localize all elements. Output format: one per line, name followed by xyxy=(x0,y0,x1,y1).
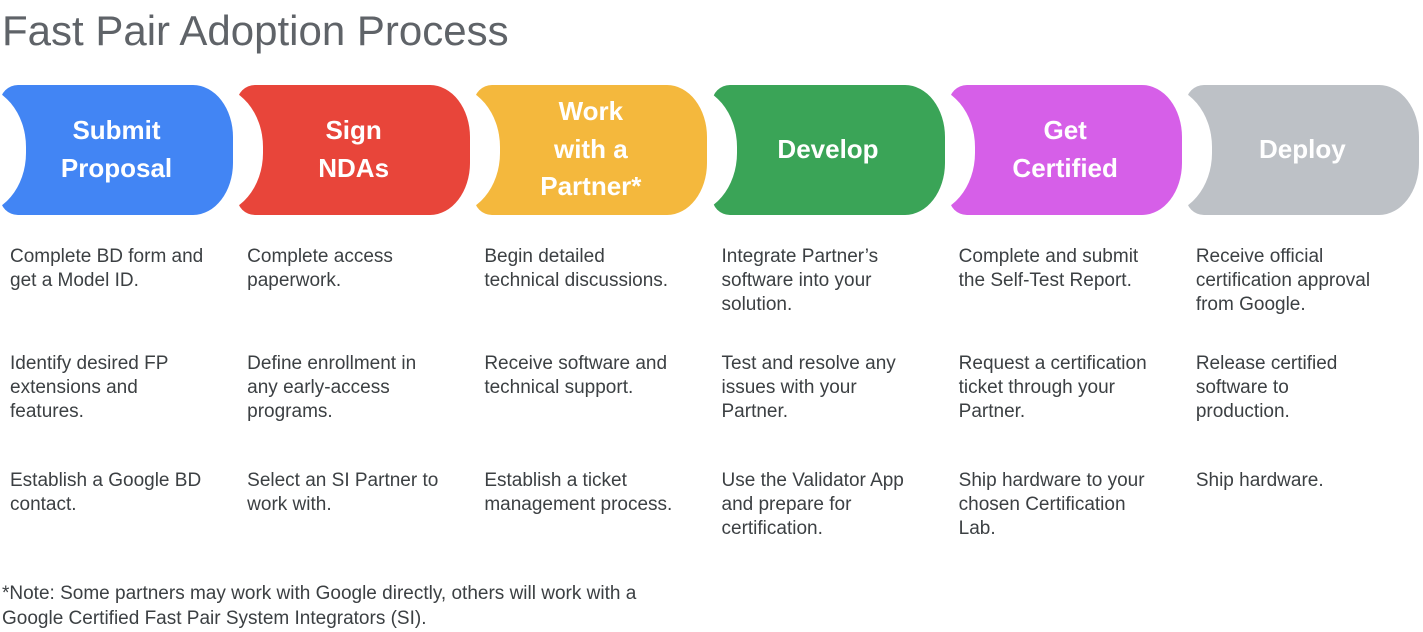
task-item: Complete access paperwork. xyxy=(247,245,393,291)
step-descriptions: Complete BD form and get a Model ID. Ide… xyxy=(0,245,1423,541)
task-item: Complete and submit the Self-Test Report… xyxy=(958,245,1139,291)
task-item: Release certified software to production… xyxy=(1195,352,1338,422)
task-item: Ship hardware to your chosen Certificati… xyxy=(958,469,1145,539)
footnote: *Note: Some partners may work with Googl… xyxy=(2,582,637,629)
step-pill-work-with-partner: Work with a Partner* xyxy=(474,84,708,215)
task-item: Ship hardware. xyxy=(1195,469,1324,491)
tasks-deploy: Receive official certification approval … xyxy=(1186,245,1423,541)
step-label: Submit Proposal xyxy=(60,114,173,183)
task-item: Use the Validator App and prepare for ce… xyxy=(721,469,904,539)
step-sign-ndas: Sign NDAs xyxy=(237,84,501,215)
step-pill-submit-proposal: Submit Proposal xyxy=(0,84,233,215)
step-pill-develop: Develop xyxy=(711,84,945,215)
task-item: Establish a ticket management process. xyxy=(484,469,673,515)
step-work-with-partner: Work with a Partner* xyxy=(474,84,738,215)
task-item: Test and resolve any issues with your Pa… xyxy=(721,352,896,422)
step-label: Sign NDAs xyxy=(318,114,390,183)
page-title: Fast Pair Adoption Process xyxy=(2,7,509,54)
tasks-get-certified: Complete and submit the Self-Test Report… xyxy=(949,245,1186,541)
task-item: Receive software and technical support. xyxy=(484,352,668,398)
step-develop: Develop xyxy=(711,84,975,215)
process-steps-row: Submit Proposal Sign NDAs Work with a Pa… xyxy=(0,84,1423,215)
step-pill-sign-ndas: Sign NDAs xyxy=(237,84,471,215)
step-deploy: Deploy xyxy=(1185,84,1423,215)
task-item: Define enrollment in any early-access pr… xyxy=(247,352,417,422)
task-item: Select an SI Partner to work with. xyxy=(247,469,439,515)
task-item: Identify desired FP extensions and featu… xyxy=(10,352,169,422)
task-item: Request a certification ticket through y… xyxy=(958,352,1147,422)
step-label: Work with a Partner* xyxy=(540,96,642,202)
task-item: Complete BD form and get a Model ID. xyxy=(10,245,204,291)
tasks-submit-proposal: Complete BD form and get a Model ID. Ide… xyxy=(0,245,237,541)
task-item: Begin detailed technical discussions. xyxy=(484,245,669,291)
step-label: Get Certified xyxy=(1012,114,1118,183)
step-label: Deploy xyxy=(1258,133,1346,164)
step-label: Develop xyxy=(777,133,879,164)
step-submit-proposal: Submit Proposal xyxy=(0,84,264,215)
step-get-certified: Get Certified xyxy=(948,84,1212,215)
step-pill-deploy: Deploy xyxy=(1185,84,1419,215)
step-pill-get-certified: Get Certified xyxy=(948,84,1182,215)
task-item: Establish a Google BD contact. xyxy=(10,469,202,515)
task-item: Integrate Partner’s software into your s… xyxy=(721,245,879,315)
tasks-sign-ndas: Complete access paperwork. Define enroll… xyxy=(237,245,474,541)
tasks-work-with-partner: Begin detailed technical discussions. Re… xyxy=(474,245,711,541)
task-item: Receive official certification approval … xyxy=(1195,245,1371,315)
tasks-develop: Integrate Partner’s software into your s… xyxy=(712,245,949,541)
